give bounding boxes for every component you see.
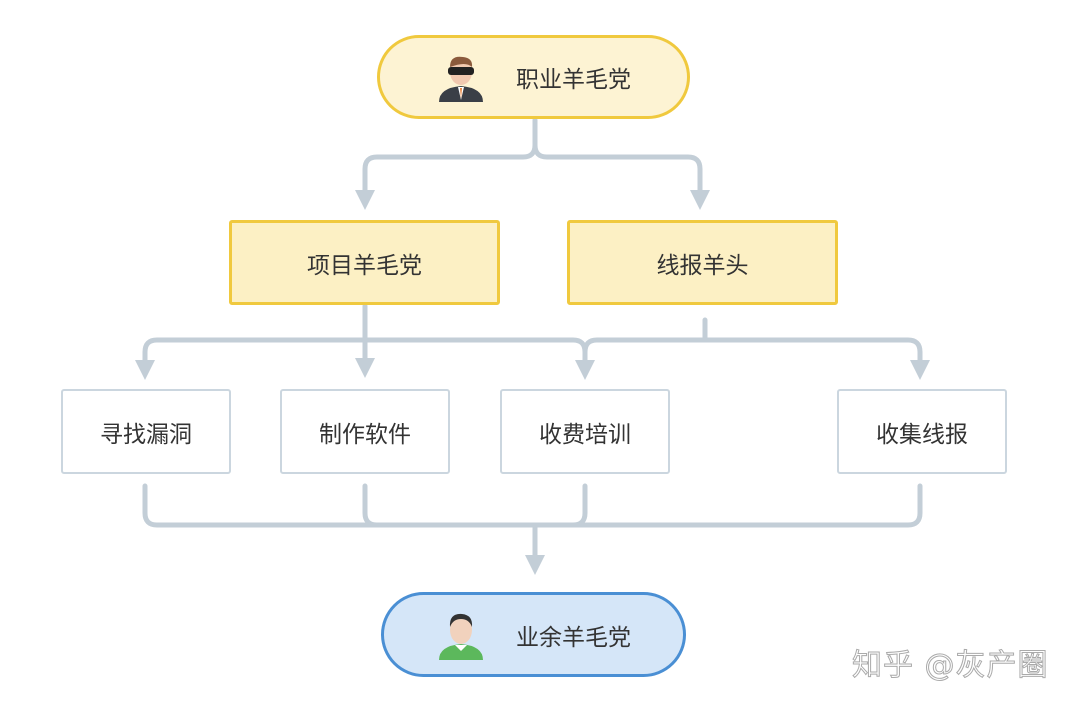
node-project-wool-party: 项目羊毛党	[229, 220, 500, 305]
node-label: 寻找漏洞	[100, 421, 192, 448]
node-make-software: 制作软件	[280, 389, 450, 474]
node-collect-tips: 收集线报	[837, 389, 1007, 474]
connector-top-split	[355, 117, 538, 210]
connector-midright-branch-right	[702, 337, 930, 380]
node-label: 业余羊毛党	[516, 624, 631, 651]
node-label: 制作软件	[319, 421, 411, 448]
connector-midright	[582, 317, 708, 355]
man-sunglasses-icon	[439, 56, 483, 102]
connector-merge	[142, 483, 923, 565]
man-avatar-icon	[439, 613, 483, 660]
node-label: 线报羊头	[656, 252, 749, 279]
node-label: 职业羊毛党	[516, 67, 631, 93]
node-amateur-wool-party: 业余羊毛党	[381, 592, 686, 677]
connector-top-right	[532, 142, 710, 210]
node-tip-leader: 线报羊头	[567, 220, 838, 305]
connector-midleft-branch-left	[135, 337, 368, 380]
watermark: 知乎 @灰产圈	[852, 648, 1049, 684]
node-label: 收集线报	[876, 421, 968, 448]
connector-midleft-branch-right	[362, 337, 595, 380]
node-paid-training: 收费培训	[500, 389, 670, 474]
node-professional-wool-party: 职业羊毛党	[377, 35, 690, 119]
node-label: 收费培训	[539, 421, 631, 448]
node-find-vulnerabilities: 寻找漏洞	[61, 389, 231, 474]
node-label: 项目羊毛党	[307, 252, 422, 279]
